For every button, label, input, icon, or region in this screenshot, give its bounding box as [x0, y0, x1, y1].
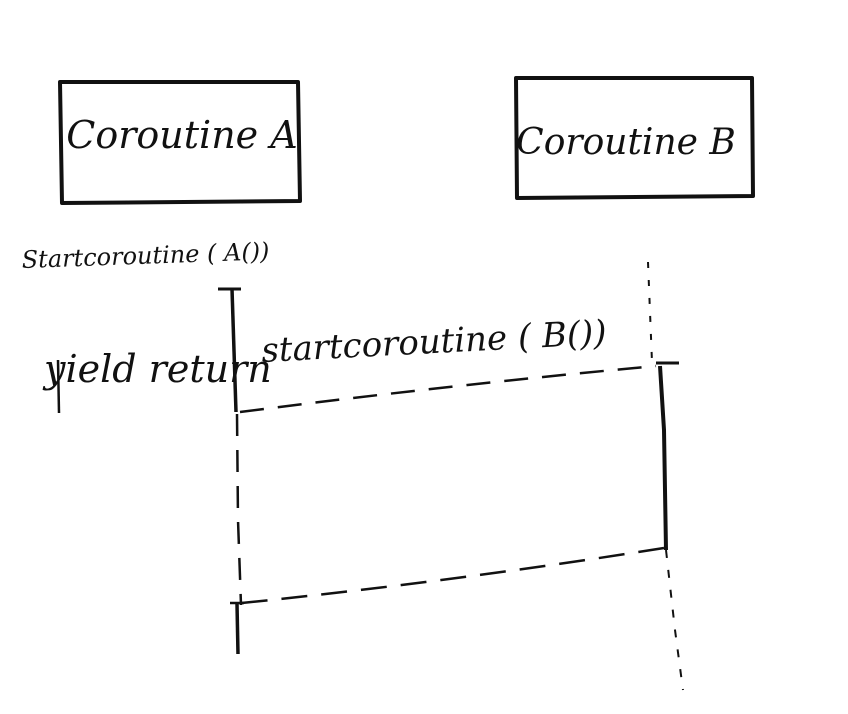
- lifeline-coroutine-b-bottom: [665, 549, 684, 691]
- activation-a-bottom-bar: [235, 603, 240, 655]
- participant-coroutine-b-label: Coroutine B: [516, 122, 736, 163]
- yield-return-label: yield return: [42, 347, 272, 391]
- activation-a-bottom: [230, 601, 244, 655]
- participant-coroutine-a-label: Coroutine A: [66, 113, 297, 157]
- participant-coroutine-a: Coroutine A: [58, 80, 302, 205]
- lifeline-coroutine-a: [235, 413, 243, 606]
- participant-coroutine-b: Coroutine B: [514, 76, 755, 200]
- participant-coroutine-b-box: [514, 76, 755, 200]
- activation-b: [656, 361, 679, 551]
- yield-return-stroke: [56, 359, 61, 414]
- activation-a-top: [218, 287, 241, 413]
- start-coroutine-a-label: Startcoroutine ( A()): [21, 237, 270, 274]
- activation-a-top-bar: [230, 288, 238, 413]
- message-a-to-b: [239, 364, 657, 414]
- start-coroutine-b-label: startcoroutine ( B()): [260, 313, 607, 371]
- participant-coroutine-a-box: [58, 80, 302, 205]
- lifeline-coroutine-b-top: [647, 261, 653, 363]
- activation-b-bar: [658, 365, 668, 551]
- message-b-to-a: [231, 546, 665, 606]
